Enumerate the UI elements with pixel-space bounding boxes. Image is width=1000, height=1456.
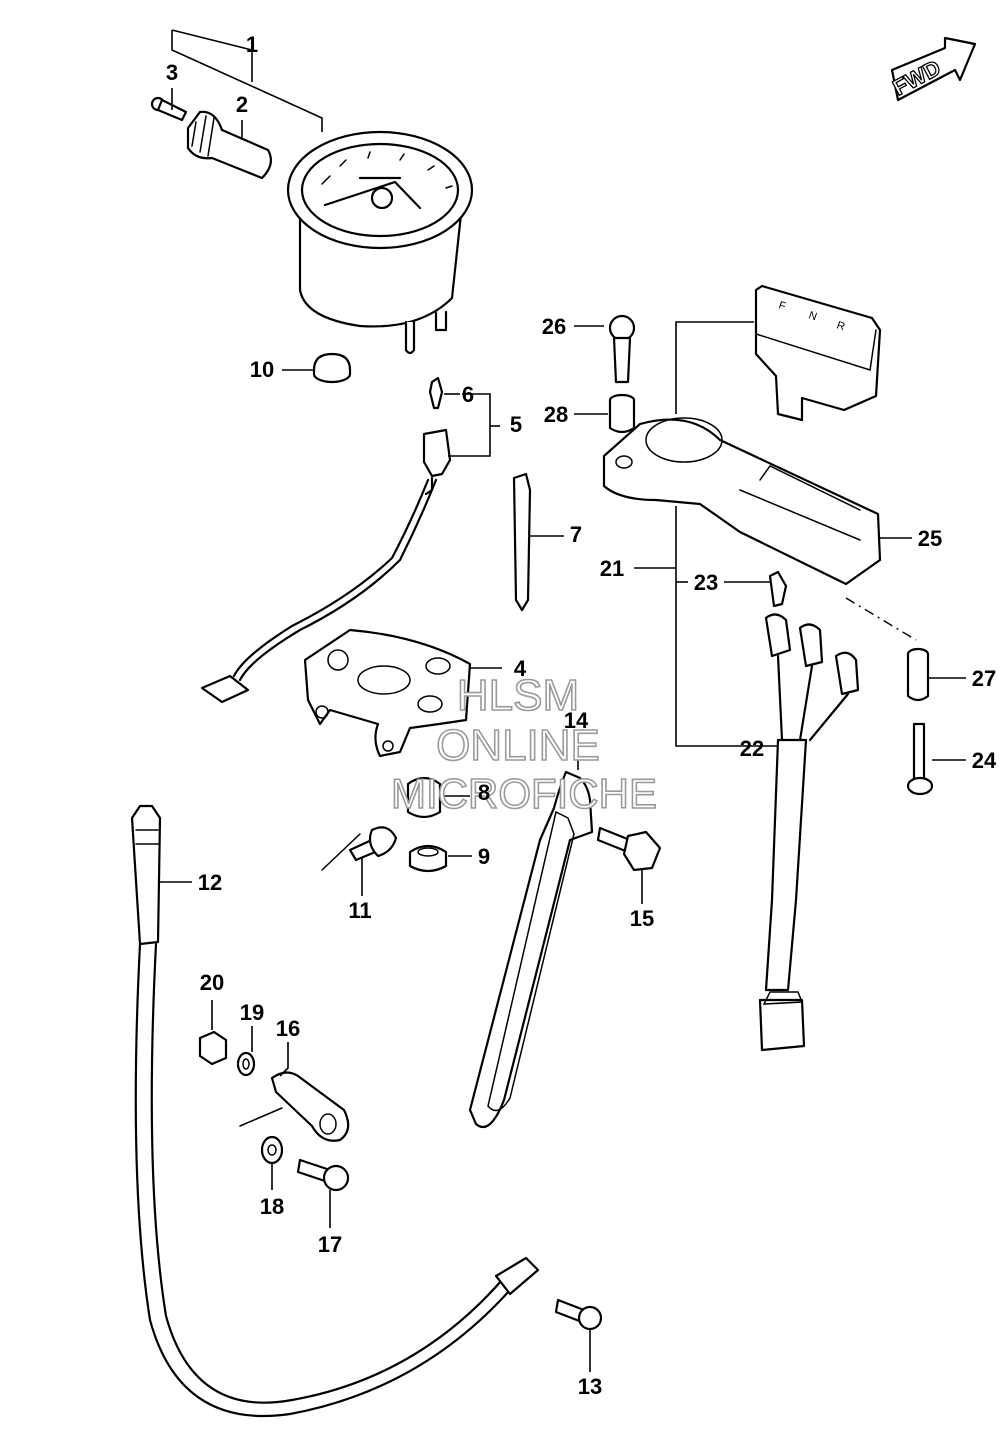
callout-4: 4 <box>514 656 527 681</box>
callout-24: 24 <box>972 748 997 773</box>
watermark-line3: MICROFICHE <box>391 770 657 817</box>
callout-15: 15 <box>630 906 654 931</box>
callout-13: 13 <box>578 1374 602 1399</box>
part-speedo-cable <box>130 804 540 1418</box>
gear-mark-f: F <box>777 299 787 313</box>
callout-11: 11 <box>348 898 371 923</box>
part-spacer-27 <box>906 647 930 702</box>
callout-23: 23 <box>694 570 718 595</box>
callout-1: 1 <box>246 32 258 57</box>
part-bolt-15 <box>596 826 662 872</box>
callout-10: 10 <box>250 357 274 382</box>
part-washer-19 <box>236 1051 256 1077</box>
part-spacer-28 <box>608 393 636 434</box>
callout-21: 21 <box>600 556 624 581</box>
part-screw-26 <box>608 314 636 384</box>
part-bracket <box>303 628 472 758</box>
part-cable-tie <box>512 472 532 612</box>
fwd-arrow-indicator: FWD <box>888 36 977 102</box>
part-screw-13 <box>554 1298 603 1331</box>
gear-mark-n: N <box>807 309 818 323</box>
callout-12: 12 <box>198 870 222 895</box>
callout-27: 27 <box>972 666 996 691</box>
watermark-line1: HLSM <box>457 671 579 720</box>
part-grommet <box>406 776 442 819</box>
callout-3: 3 <box>166 60 178 85</box>
part-bulb-socket <box>200 376 452 704</box>
callout-16: 16 <box>276 1016 300 1041</box>
part-screw-3 <box>150 96 188 122</box>
callout-26: 26 <box>542 314 566 339</box>
callout-28: 28 <box>544 402 568 427</box>
watermark-line2: ONLINE <box>436 721 600 770</box>
callout-25: 25 <box>918 526 942 551</box>
callout-7: 7 <box>570 522 582 547</box>
part-screw-24 <box>906 722 934 796</box>
leader-lines <box>158 29 966 1372</box>
callout-2: 2 <box>236 92 248 117</box>
callout-17: 17 <box>318 1232 342 1257</box>
part-nut-9 <box>408 844 448 873</box>
part-nut-20 <box>198 1030 228 1066</box>
callout-14: 14 <box>564 708 589 733</box>
part-long-bracket <box>468 770 594 1129</box>
part-gauge <box>286 130 474 355</box>
callout-8: 8 <box>478 780 490 805</box>
callout-20: 20 <box>200 970 224 995</box>
callout-9: 9 <box>478 844 490 869</box>
part-knob <box>186 110 273 180</box>
callout-18: 18 <box>260 1194 284 1219</box>
part-bolt-11 <box>321 826 398 871</box>
part-clamp <box>239 1071 350 1142</box>
callout-19: 19 <box>240 1000 264 1025</box>
part-harness <box>758 570 860 1052</box>
part-screw-17 <box>296 1158 350 1192</box>
callout-5: 5 <box>510 412 522 437</box>
watermark: HLSM ONLINE MICROFICHE <box>390 670 658 818</box>
part-indicator-housing: F N R <box>602 284 882 586</box>
gear-mark-r: R <box>835 319 846 333</box>
part-cap <box>312 352 352 384</box>
part-washer-18 <box>260 1135 284 1165</box>
callout-labels: 1 2 3 4 5 6 7 8 9 10 11 12 13 14 15 16 1… <box>166 32 997 1399</box>
callout-22: 22 <box>740 736 764 761</box>
callout-6: 6 <box>462 382 474 407</box>
